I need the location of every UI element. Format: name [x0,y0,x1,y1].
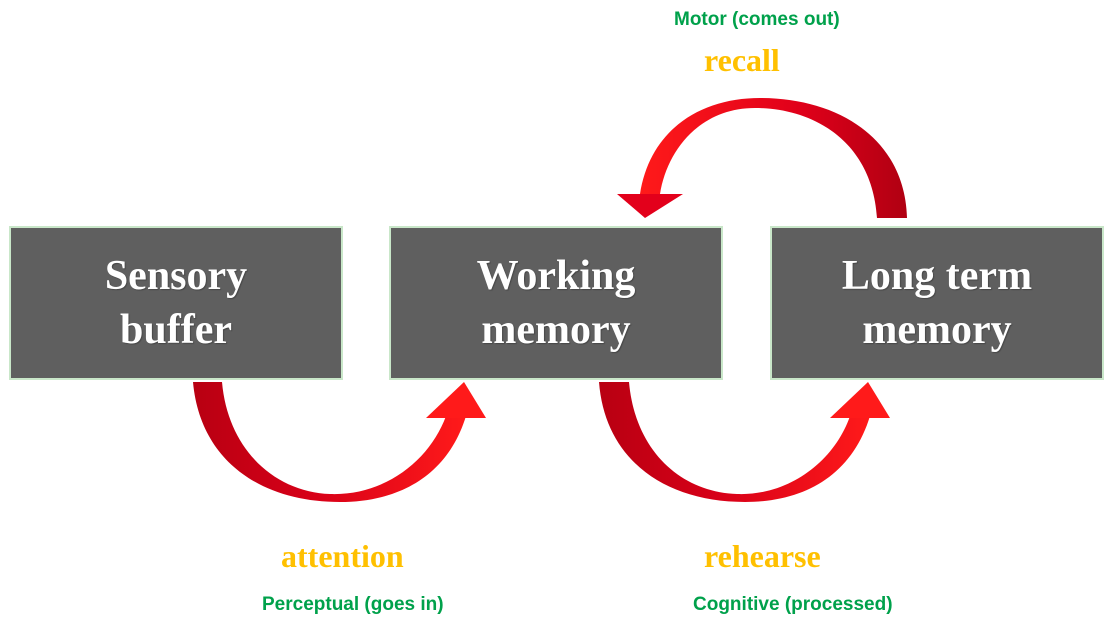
arrow-recall-shaft [640,98,907,218]
motor-stage-label: Motor (comes out) [674,9,840,30]
arrow-attention-shaft [193,382,466,502]
rehearse-label: rehearse [704,538,821,574]
recall-label: recall [704,42,780,78]
perceptual-stage-label: Perceptual (goes in) [262,594,444,615]
cognitive-stage-label: Cognitive (processed) [693,594,893,615]
arrow-attention-head [426,382,486,418]
arrow-recall-head [617,194,683,218]
arrow-recall [617,98,907,218]
sensory-buffer-box: Sensory buffer [9,226,343,380]
sensory-buffer-label: Sensory buffer [104,253,248,353]
long-term-memory-box: Long term memory [770,226,1104,380]
working-memory-label: Working memory [476,253,636,353]
arrow-rehearse [599,382,890,502]
attention-label: attention [281,538,404,574]
arrow-attention [193,382,486,502]
working-memory-box: Working memory [389,226,723,380]
arrow-rehearse-shaft [599,382,870,502]
long-term-memory-label: Long term memory [841,253,1033,353]
arrow-rehearse-head [830,382,890,418]
